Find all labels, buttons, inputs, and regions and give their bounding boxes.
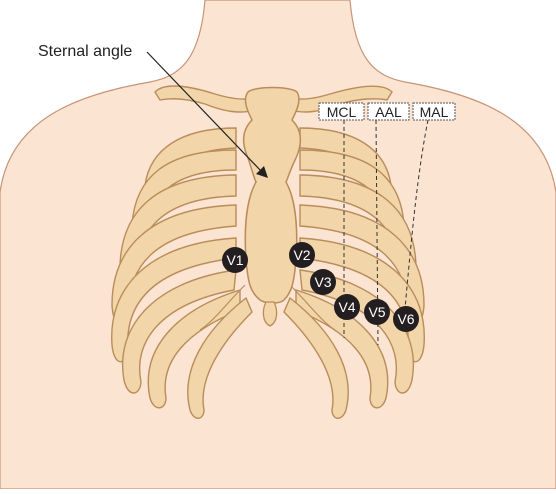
aal-label-box [367, 102, 410, 121]
sternal-angle-pointer [146, 51, 263, 173]
electrode-v5: V5 [364, 299, 390, 325]
electrode-v6: V6 [393, 306, 419, 332]
mal-line [403, 119, 429, 321]
mcl-label-box [318, 102, 365, 121]
svg-text:V2: V2 [293, 247, 310, 263]
svg-text:V4: V4 [338, 299, 355, 315]
costal-margin-right [289, 284, 336, 331]
aal-line [375, 119, 379, 346]
sternum [242, 86, 302, 304]
mal-label: MAL [420, 104, 449, 120]
electrode-v2: V2 [289, 242, 315, 268]
svg-text:V3: V3 [314, 274, 331, 290]
mal-label-box [412, 102, 456, 121]
sternal-angle-label: Sternal angle [38, 43, 132, 60]
svg-text:V5: V5 [368, 304, 385, 320]
xiphoid-process [262, 301, 278, 327]
svg-text:V1: V1 [226, 252, 243, 268]
svg-text:V6: V6 [397, 311, 414, 327]
left-ribs [111, 127, 253, 419]
mcl-label: MCL [327, 104, 357, 120]
electrode-v3: V3 [310, 269, 336, 295]
electrode-v4: V4 [334, 294, 360, 320]
sternal-angle-arrowhead [256, 166, 268, 178]
aal-label: AAL [375, 104, 402, 120]
costal-margin-left [199, 284, 246, 331]
electrode-v1: V1 [222, 247, 248, 273]
